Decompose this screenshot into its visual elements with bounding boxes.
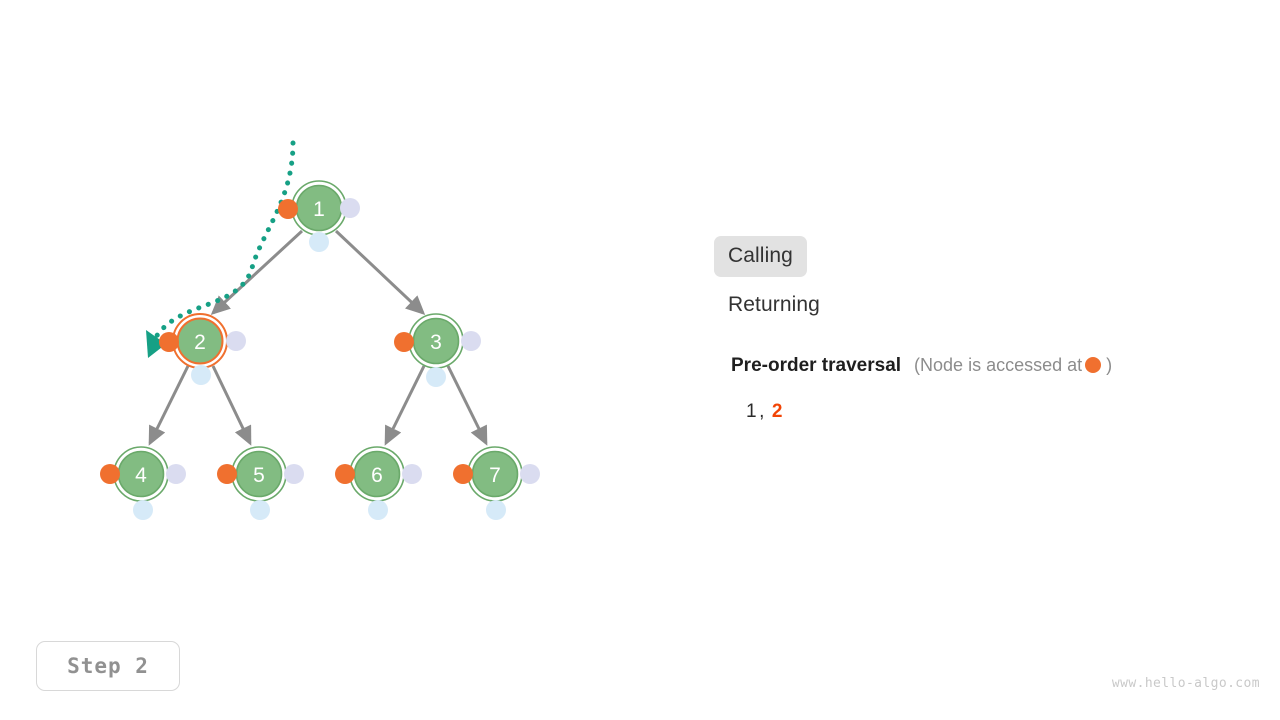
tree-nodes: 1 2 3 4: [100, 180, 540, 520]
node-value-label: 7: [489, 464, 501, 487]
node-access-dot: [159, 332, 179, 352]
binary-tree-diagram: 1 2 3 4: [100, 140, 540, 520]
access-dot-icon: [1085, 357, 1102, 373]
edge-3-7: [446, 365, 488, 446]
node-right-dot: [166, 464, 186, 484]
node-value-label: 6: [371, 464, 383, 487]
edge-3-6: [384, 365, 426, 446]
mode-calling-row: Calling: [714, 236, 1254, 277]
tree-node-2[interactable]: 2: [159, 313, 246, 385]
node-right-dot: [284, 464, 304, 484]
edge-1-2: [210, 229, 304, 316]
node-right-dot: [520, 464, 540, 484]
node-right-dot: [461, 331, 481, 351]
mode-returning-chip[interactable]: Returning: [728, 293, 820, 316]
node-value-label: 2: [194, 331, 206, 354]
mode-returning-row: Returning: [714, 285, 1254, 326]
step-badge: Step 2: [36, 641, 180, 691]
node-value-label: 4: [135, 464, 147, 487]
edge-1-3: [334, 229, 426, 316]
traversal-header: Pre-order traversal (Node is accessed at): [731, 356, 1254, 375]
tree-node-6[interactable]: 6: [335, 446, 422, 520]
tree-edges: [148, 229, 488, 446]
node-access-dot: [278, 199, 298, 219]
node-bottom-dot: [368, 500, 388, 520]
node-right-dot: [340, 198, 360, 218]
result-item-1: 2: [771, 401, 783, 422]
node-access-dot: [335, 464, 355, 484]
node-access-dot: [394, 332, 414, 352]
traversal-result-list: 1,2: [731, 401, 1254, 423]
node-right-dot: [402, 464, 422, 484]
node-bottom-dot: [309, 232, 329, 252]
info-panel: Calling Returning Pre-order traversal (No…: [714, 236, 1254, 423]
node-right-dot: [226, 331, 246, 351]
result-separator-0: ,: [759, 401, 765, 422]
tree-node-7[interactable]: 7: [453, 446, 540, 520]
node-access-dot: [100, 464, 120, 484]
tree-node-4[interactable]: 4: [100, 446, 186, 520]
edge-2-4: [148, 365, 190, 446]
node-bottom-dot: [191, 365, 211, 385]
watermark: www.hello-algo.com: [1111, 676, 1260, 691]
node-access-dot: [453, 464, 473, 484]
tree-node-3[interactable]: 3: [394, 313, 481, 387]
node-bottom-dot: [133, 500, 153, 520]
node-value-label: 3: [430, 331, 442, 354]
recursion-trace-dotted-path: [153, 140, 296, 340]
node-access-dot: [217, 464, 237, 484]
node-bottom-dot: [486, 500, 506, 520]
traversal-title: Pre-order traversal: [731, 355, 902, 376]
traversal-note-prefix: (Node is accessed at: [914, 355, 1083, 375]
result-item-0: 1: [746, 401, 758, 422]
edge-2-5: [211, 365, 252, 446]
tree-node-1[interactable]: 1: [278, 180, 360, 252]
node-bottom-dot: [250, 500, 270, 520]
mode-calling-chip[interactable]: Calling: [714, 236, 807, 277]
traversal-note-suffix: ): [1106, 355, 1113, 375]
tree-node-5[interactable]: 5: [217, 446, 304, 520]
node-value-label: 1: [313, 198, 325, 221]
node-bottom-dot: [426, 367, 446, 387]
current-position-pointer: [146, 330, 166, 358]
traversal-section: Pre-order traversal (Node is accessed at)…: [714, 356, 1254, 423]
node-value-label: 5: [253, 464, 265, 487]
